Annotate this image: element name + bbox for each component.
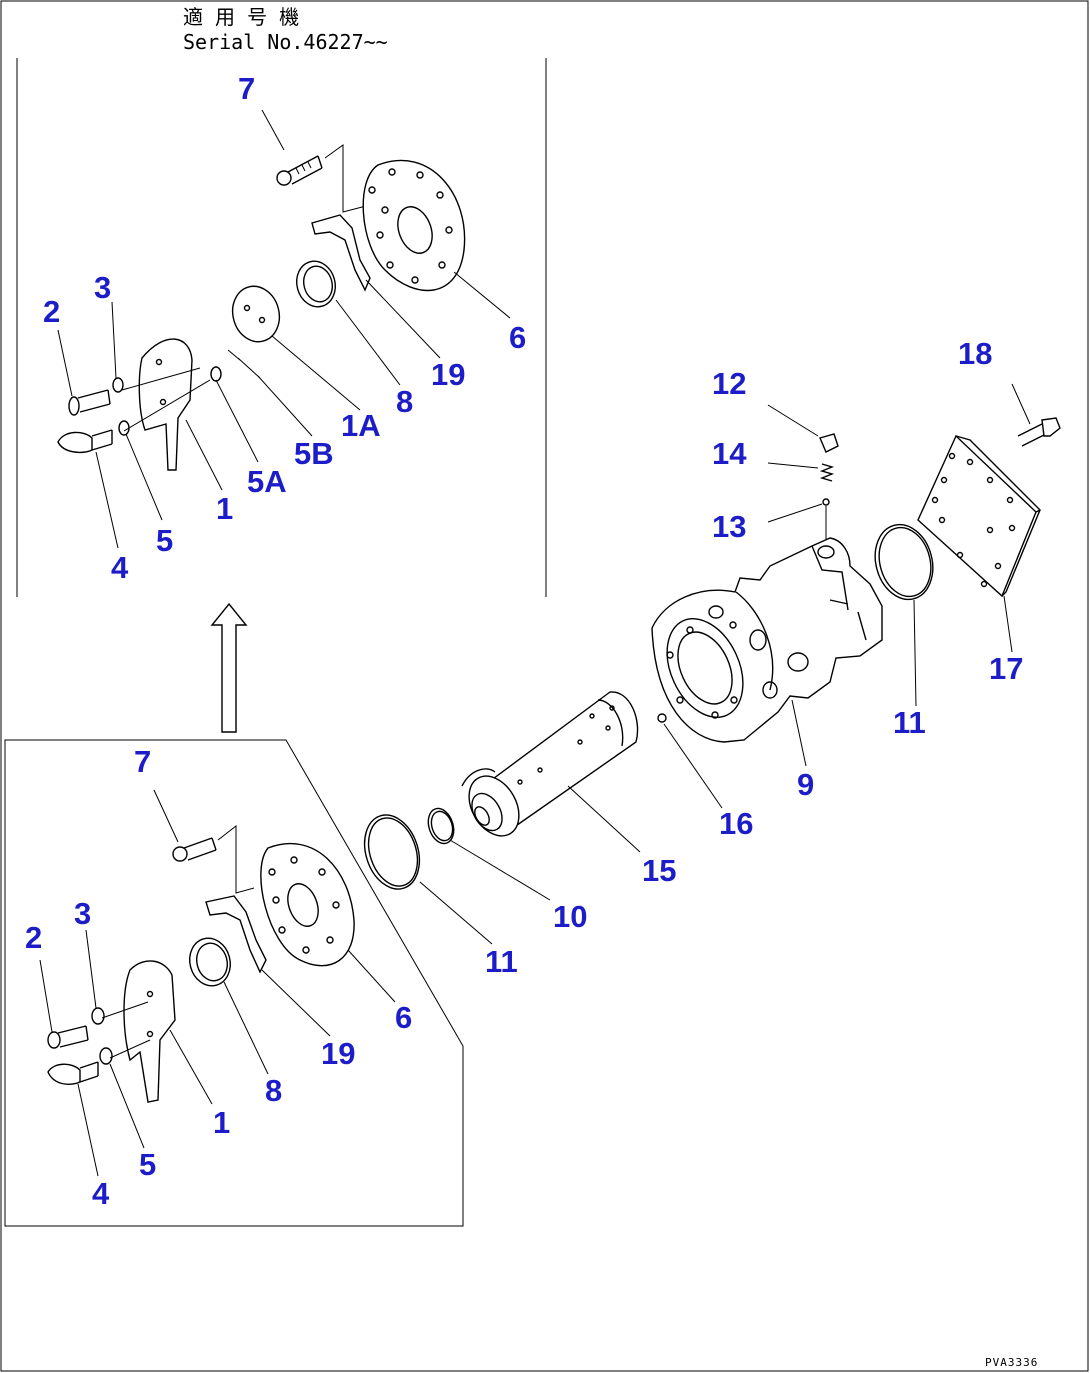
o-ring-10 (427, 807, 455, 845)
bottom-inset-labels: 7 3 2 6 19 8 1 5 4 (25, 744, 412, 1211)
applicable-models-text: 適 用 号 機 (183, 5, 299, 29)
label-bottom-19: 19 (321, 1036, 355, 1071)
label-top-1: 1 (216, 491, 233, 526)
top-washer-3 (112, 377, 124, 393)
top-bolt-2 (68, 389, 111, 416)
label-main-18: 18 (958, 336, 992, 371)
spring-14 (819, 463, 835, 482)
main-labels: 12 14 13 18 17 11 9 16 15 10 11 (485, 336, 1023, 979)
top-lever-1 (138, 338, 193, 471)
label-bottom-2: 2 (25, 920, 42, 955)
drawing-code: PVA3336 (985, 1356, 1038, 1369)
label-top-6: 6 (509, 320, 526, 355)
label-bottom-7: 7 (134, 744, 151, 779)
spool-15 (461, 691, 639, 837)
main-assembly-parts (363, 417, 1061, 890)
top-wing-bolt-4 (57, 429, 113, 454)
bolt-18 (1017, 417, 1061, 447)
valve-body-9 (651, 537, 883, 743)
bottom-washer-3 (91, 1007, 105, 1025)
o-ring-11-left (363, 814, 421, 890)
label-top-3: 3 (94, 270, 111, 305)
top-washer-5A (210, 366, 222, 382)
top-pin-5B (227, 349, 261, 379)
main-leaders (419, 383, 1031, 945)
bottom-inset-frame (4, 739, 464, 1227)
top-flange-6 (362, 159, 466, 292)
label-main-14: 14 (712, 436, 747, 471)
serial-number-text: Serial No.46227~~ (183, 30, 388, 54)
label-bottom-4: 4 (92, 1176, 110, 1211)
label-top-4: 4 (111, 550, 129, 585)
cover-17 (917, 434, 1042, 598)
label-top-8: 8 (396, 384, 413, 419)
top-cover-1A (231, 285, 281, 343)
label-main-13: 13 (712, 509, 746, 544)
bottom-bolt-7 (172, 837, 217, 862)
top-inset-leaders (57, 109, 511, 549)
top-inset-parts (57, 144, 466, 471)
label-top-5: 5 (156, 523, 173, 558)
label-bottom-5: 5 (139, 1147, 156, 1182)
label-top-19: 19 (431, 357, 465, 392)
top-bolt-7 (276, 155, 323, 186)
label-main-17: 17 (989, 651, 1023, 686)
bottom-lever-1 (123, 960, 176, 1103)
up-arrow-icon (210, 602, 248, 733)
label-top-5A: 5A (247, 464, 287, 499)
label-main-15: 15 (642, 853, 676, 888)
bottom-flange-6 (260, 842, 355, 967)
label-main-16: 16 (719, 806, 753, 841)
ball-13 (822, 498, 830, 506)
top-seal-8 (296, 260, 336, 308)
label-top-5B: 5B (294, 436, 334, 471)
bottom-inset-parts (47, 824, 355, 1103)
top-plate-19 (311, 214, 371, 292)
bottom-washer-5 (99, 1047, 113, 1065)
label-main-11-right: 11 (893, 705, 926, 740)
top-inset-labels: 7 3 2 6 19 8 1A 5B 5A 1 5 4 (43, 71, 526, 585)
label-bottom-1: 1 (213, 1105, 230, 1140)
top-washer-5 (118, 420, 130, 436)
plug-16 (657, 713, 667, 723)
plug-12 (819, 433, 839, 453)
label-bottom-8: 8 (265, 1073, 282, 1108)
bottom-seal-8 (189, 937, 231, 987)
label-bottom-3: 3 (74, 896, 91, 931)
label-top-7: 7 (238, 71, 255, 106)
label-main-10: 10 (553, 899, 587, 934)
bottom-bolt-2 (47, 1025, 89, 1049)
bottom-plate-19 (205, 895, 267, 974)
label-top-2: 2 (43, 294, 60, 329)
label-top-1A: 1A (341, 408, 381, 443)
bottom-wing-bolt-4 (47, 1061, 99, 1085)
label-main-12: 12 (712, 366, 746, 401)
label-main-9: 9 (797, 767, 814, 802)
label-main-11-left: 11 (485, 944, 518, 979)
o-ring-11-right (874, 523, 934, 601)
label-bottom-6: 6 (395, 1000, 412, 1035)
bottom-inset-leaders (39, 789, 396, 1177)
